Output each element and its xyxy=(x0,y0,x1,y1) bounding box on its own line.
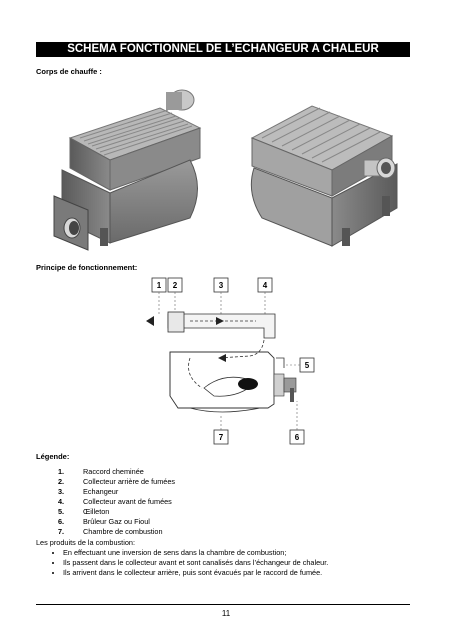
legend-item-text: Collecteur avant de fumées xyxy=(83,497,172,506)
legend-item-text: Œilleton xyxy=(83,507,110,516)
functional-diagram: 1 2 3 4 5 7 6 xyxy=(146,277,315,445)
legend-item-number: 4. xyxy=(58,497,65,506)
legend-item-number: 7. xyxy=(58,527,65,536)
page-number: 11 xyxy=(221,609,231,618)
diagram-label-2: 2 xyxy=(173,281,178,290)
diagram-label-6: 6 xyxy=(295,433,300,442)
diagram-label-3: 3 xyxy=(219,281,224,290)
bullet-item: Ils passent dans le collecteur avant et … xyxy=(63,558,416,568)
legend-item-text: Chambre de combustion xyxy=(83,527,163,536)
legend-item-text: Raccord cheminée xyxy=(83,467,144,476)
bullet-item: En effectuant une inversion de sens dans… xyxy=(63,548,416,558)
combustion-description: Les produits de la combustion: En effect… xyxy=(36,538,416,578)
diagram-label-5: 5 xyxy=(305,361,310,370)
intro-text: Les produits de la combustion: xyxy=(36,538,135,547)
footer-divider xyxy=(36,604,410,605)
legend-item: 1. Raccord cheminée xyxy=(58,467,175,477)
legend-item: 6. Brûleur Gaz ou Fioul xyxy=(58,517,175,527)
page-title: SCHEMA FONCTIONNEL DE L’ECHANGEUR A CHAL… xyxy=(36,42,410,57)
diagram-label-4: 4 xyxy=(263,281,268,290)
section-heading-body: Corps de chauffe : xyxy=(36,67,102,76)
legend-item-text: Collecteur arrière de fumées xyxy=(83,477,176,486)
legend-item-number: 3. xyxy=(58,487,65,496)
legend-item-text: Echangeur xyxy=(83,487,119,496)
legend-item-number: 2. xyxy=(58,477,65,486)
legend-item-number: 1. xyxy=(58,467,65,476)
legend-heading: Légende: xyxy=(36,452,70,461)
diagram-label-1: 1 xyxy=(157,281,162,290)
diagram-label-7: 7 xyxy=(219,433,224,442)
legend-item-number: 5. xyxy=(58,507,65,516)
legend-item: 3. Echangeur xyxy=(58,487,175,497)
heat-exchanger-render-left xyxy=(53,89,202,251)
legend-item-number: 6. xyxy=(58,517,65,526)
legend-item: 5. Œilleton xyxy=(58,507,175,517)
section-heading-principle: Principe de fonctionnement: xyxy=(36,263,138,272)
bullet-item: Ils arrivent dans le collecteur arrière,… xyxy=(63,568,416,578)
legend-list: 1. Raccord cheminée 2. Collecteur arrièr… xyxy=(58,467,175,537)
legend-item: 7. Chambre de combustion xyxy=(58,527,175,537)
heat-exchanger-render-right xyxy=(250,105,398,247)
legend-item: 4. Collecteur avant de fumées xyxy=(58,497,175,507)
legend-item: 2. Collecteur arrière de fumées xyxy=(58,477,175,487)
legend-item-text: Brûleur Gaz ou Fioul xyxy=(83,517,150,526)
bullet-list: En effectuant une inversion de sens dans… xyxy=(36,548,416,578)
